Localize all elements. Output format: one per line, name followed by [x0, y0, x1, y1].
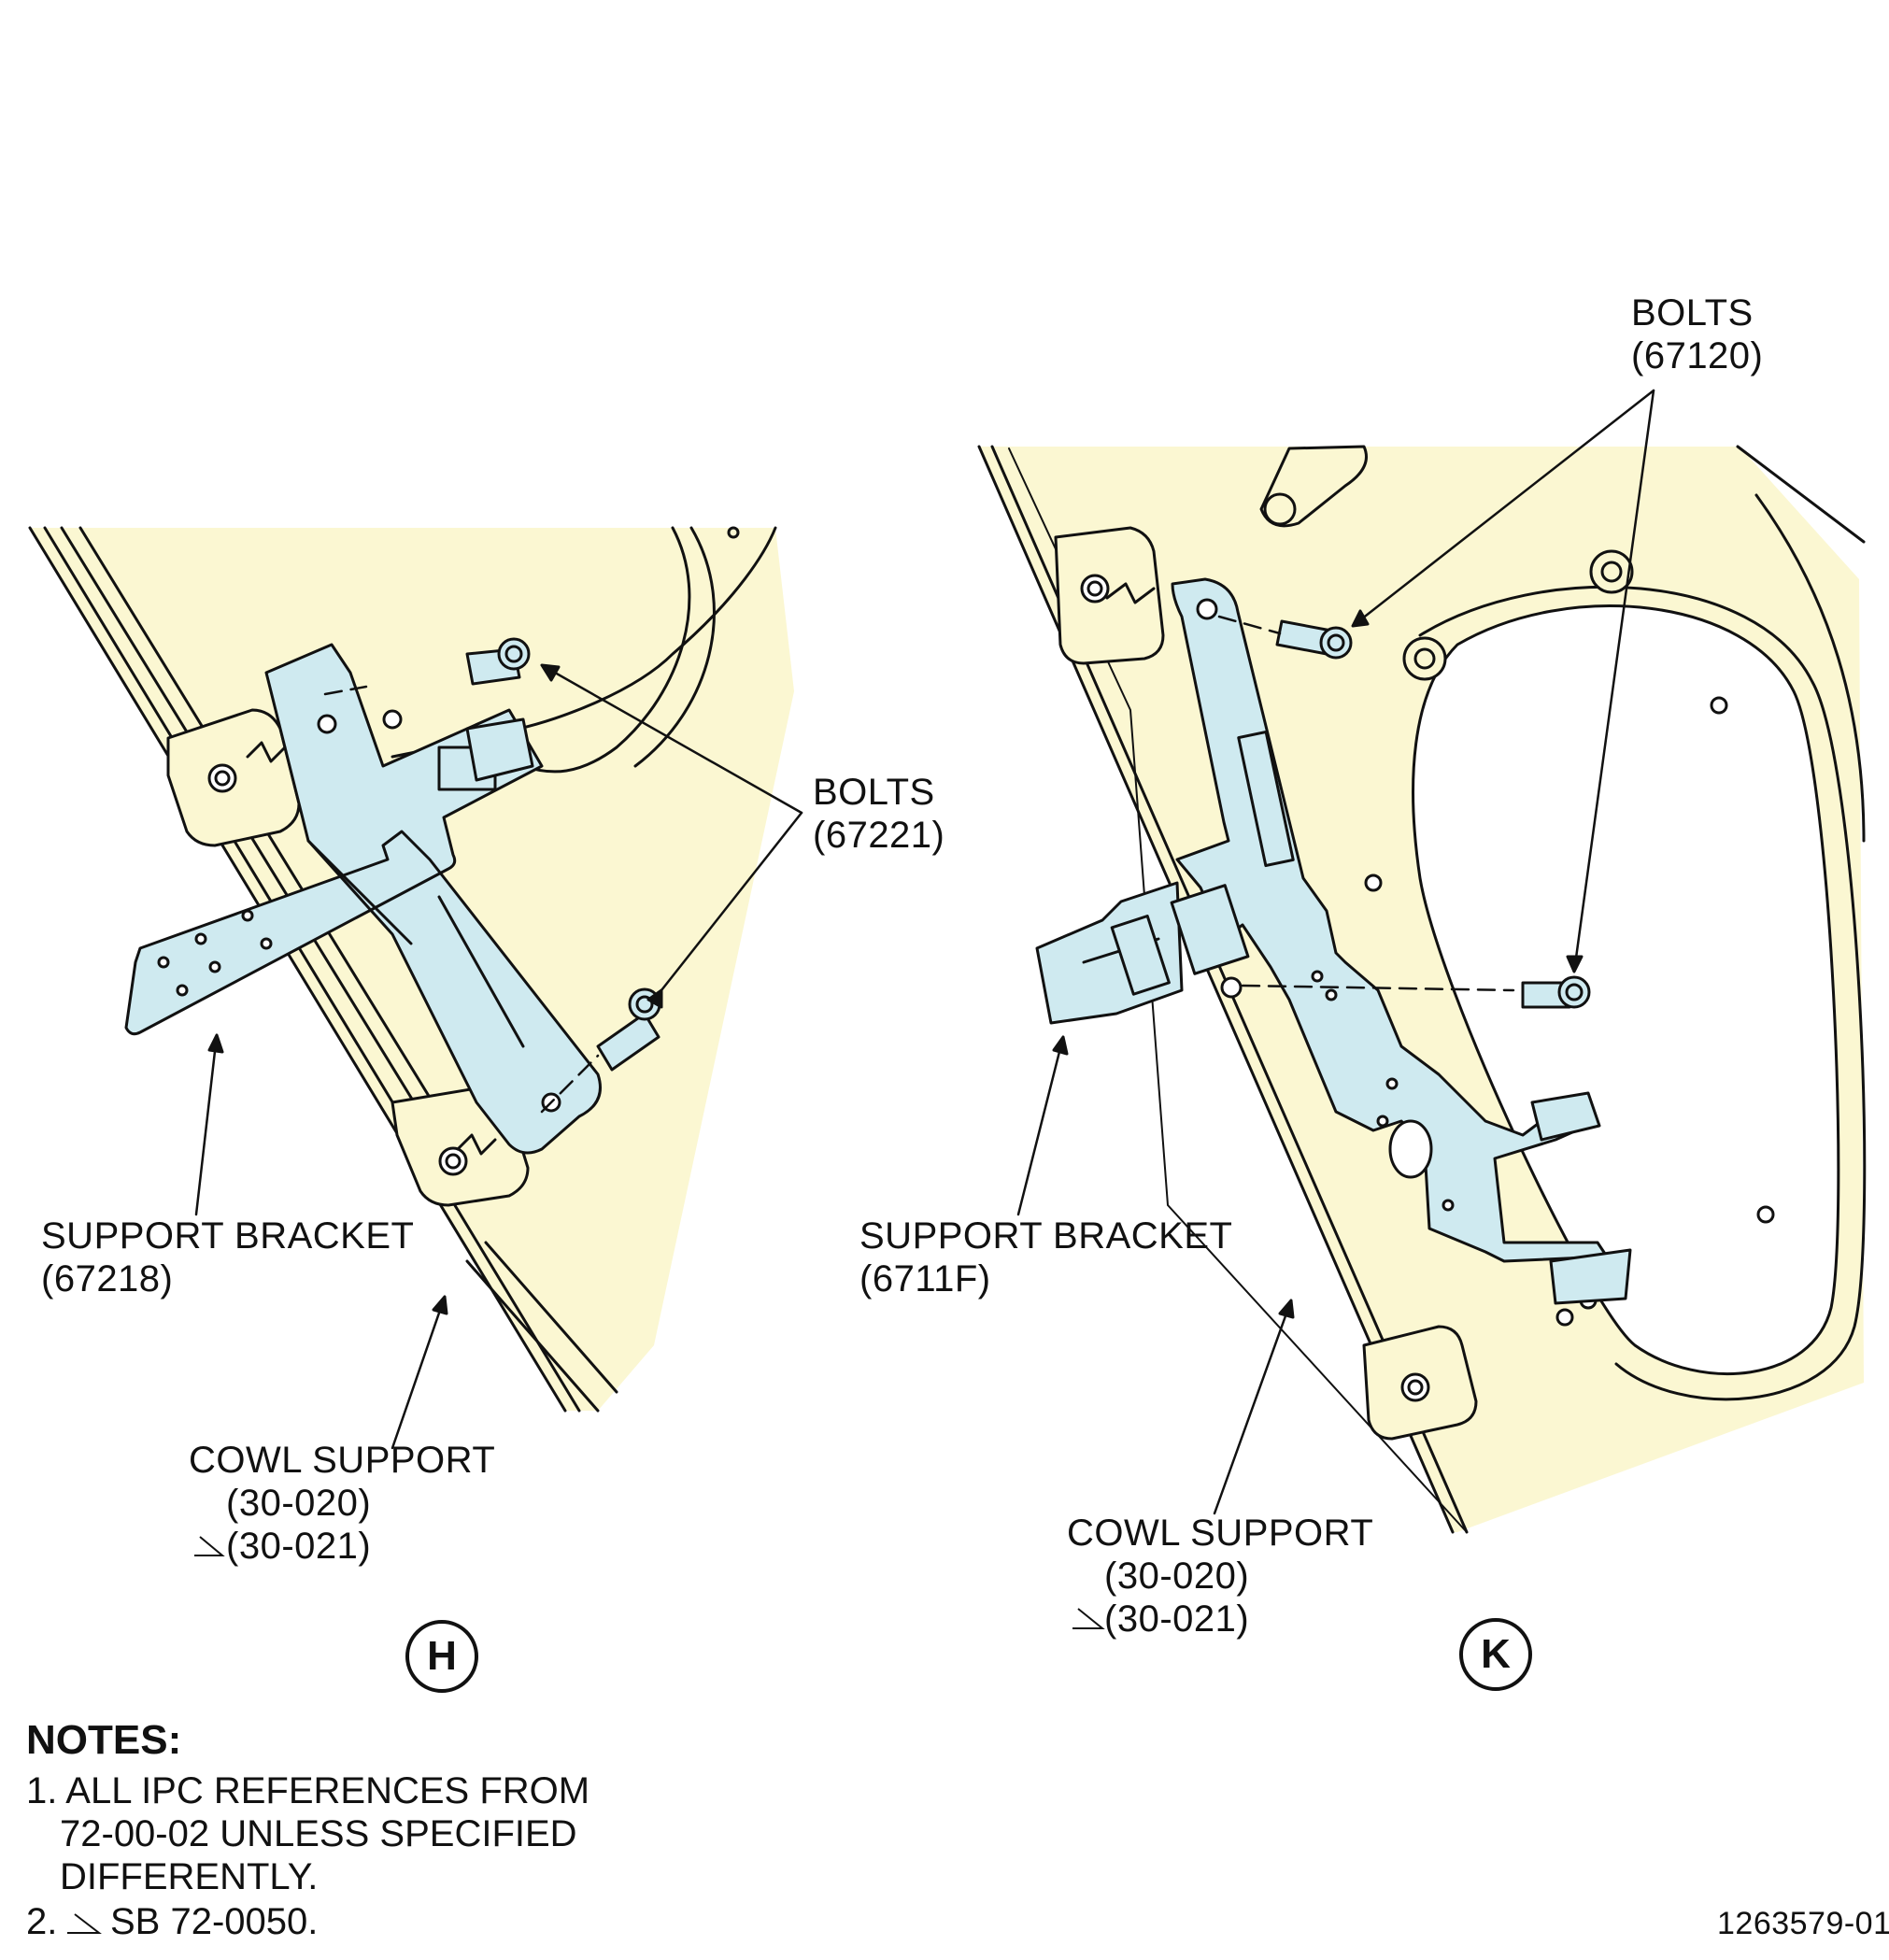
bolts-label-k: BOLTS (67120): [1631, 291, 1763, 377]
cowl-support-label-h: COWL SUPPORT (30-020) (30-021): [189, 1439, 495, 1568]
drawing-number: 1263579-01: [1717, 1906, 1889, 1941]
bolts-title-h: BOLTS: [813, 772, 935, 813]
view-h-marker: H: [405, 1620, 478, 1693]
sb-triangle-marks: [67, 1536, 1105, 1934]
support-bracket-title-h: SUPPORT BRACKET: [41, 1215, 415, 1257]
cowl-support-ref2-h: (30-021): [226, 1526, 372, 1567]
note-2-number: 2.: [26, 1901, 58, 1942]
cowl-support-ref2-k: (30-021): [1104, 1598, 1250, 1640]
view-k-artwork: [977, 389, 1867, 1534]
note-1-line-3: DIFFERENTLY.: [60, 1856, 319, 1897]
note-2-text: SB 72-0050.: [110, 1901, 319, 1942]
notes-title: NOTES:: [26, 1717, 182, 1763]
bolts-ref-h: (67221): [813, 815, 945, 856]
support-bracket-ref-h: (67218): [41, 1258, 174, 1300]
support-bracket-title-k: SUPPORT BRACKET: [859, 1215, 1233, 1257]
note-1-line-1: 1. ALL IPC REFERENCES FROM: [26, 1770, 590, 1811]
support-bracket-label-h: SUPPORT BRACKET (67218): [41, 1214, 414, 1300]
cowl-support-title-k: COWL SUPPORT: [1067, 1513, 1374, 1554]
support-bracket-label-k: SUPPORT BRACKET (6711F): [859, 1214, 1232, 1300]
bolts-title-k: BOLTS: [1631, 292, 1754, 334]
view-h-artwork: [28, 526, 803, 1450]
cowl-support-title-h: COWL SUPPORT: [189, 1440, 496, 1481]
bolts-label-h: BOLTS (67221): [813, 771, 944, 857]
bolts-ref-k: (67120): [1631, 335, 1764, 376]
support-bracket-k: [1171, 577, 1609, 1263]
view-k-marker: K: [1459, 1618, 1532, 1691]
note-1-line-2: 72-00-02 UNLESS SPECIFIED: [60, 1813, 577, 1854]
support-bracket-ref-k: (6711F): [859, 1258, 991, 1300]
cowl-support-label-k: COWL SUPPORT (30-020) (30-021): [1067, 1512, 1373, 1640]
cowl-support-ref1-h: (30-020): [226, 1483, 372, 1524]
cowl-support-ref1-k: (30-020): [1104, 1555, 1250, 1597]
